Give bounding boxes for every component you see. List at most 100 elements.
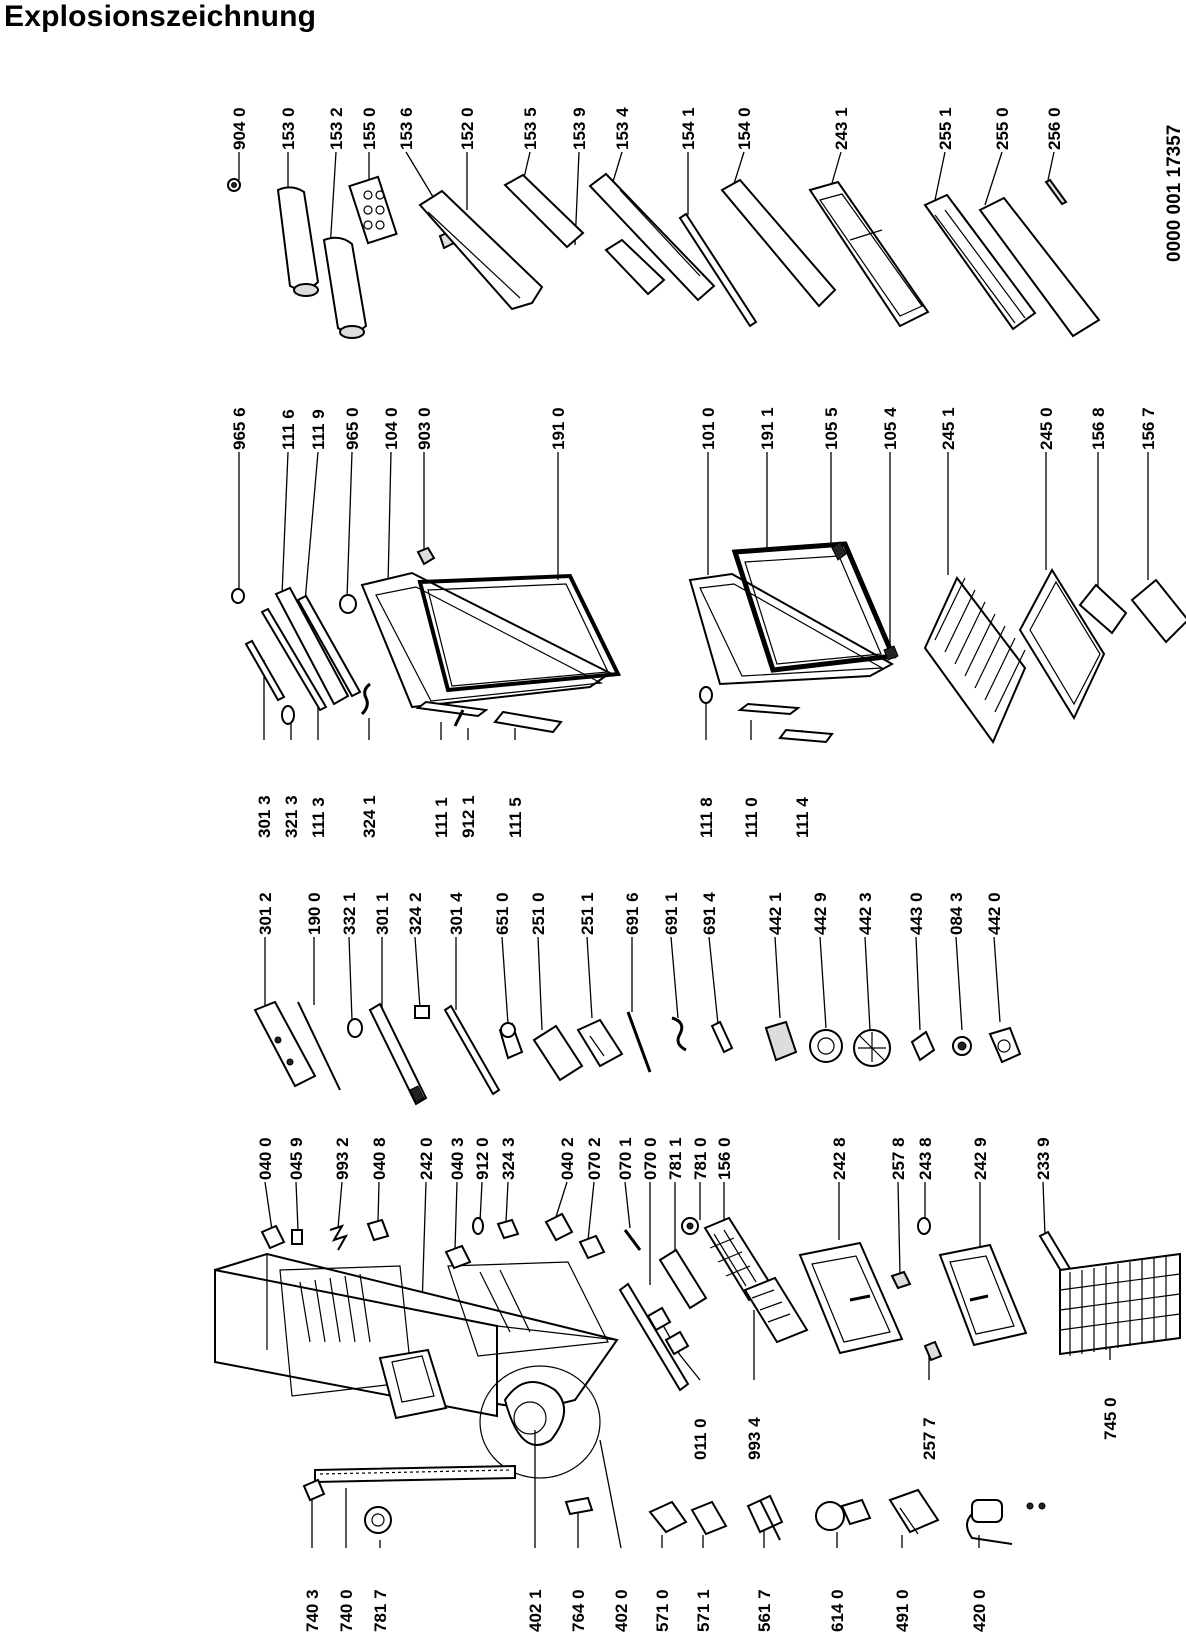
part-153-0-tray bbox=[276, 186, 320, 291]
part-491-0-bracket bbox=[888, 1488, 940, 1534]
part-420-0-capacitor bbox=[971, 1499, 1003, 1523]
part-301-2-panel bbox=[253, 1000, 317, 1088]
label-993-2: 993 2 bbox=[333, 1137, 352, 1180]
part-111-6-strip bbox=[274, 586, 350, 706]
part-155-0-egg-holder bbox=[348, 175, 398, 245]
part-251-0-cover bbox=[532, 1024, 584, 1082]
part-321-3-knob bbox=[281, 705, 295, 725]
col3-labels: 301 2 190 0 332 1 301 1 324 2 301 4 651 … bbox=[256, 892, 1004, 935]
label-912-1: 912 1 bbox=[459, 795, 478, 838]
label-571-0: 571 0 bbox=[653, 1589, 672, 1632]
col4-leaders bbox=[264, 1181, 1111, 1381]
label-442-1: 442 1 bbox=[766, 892, 785, 935]
label-740-3: 740 3 bbox=[303, 1589, 322, 1632]
part-691-4-clip bbox=[710, 1020, 734, 1054]
label-740-0: 740 0 bbox=[337, 1589, 356, 1632]
label-242-0: 242 0 bbox=[417, 1137, 436, 1180]
label-912-0: 912 0 bbox=[473, 1137, 492, 1180]
part-111-4-label bbox=[778, 728, 834, 744]
label-152-0: 152 0 bbox=[458, 107, 477, 150]
part-965-6-cap bbox=[231, 588, 245, 604]
label-153-6: 153 6 bbox=[397, 107, 416, 150]
label-402-0: 402 0 bbox=[612, 1589, 631, 1632]
part-255-0-glass-plate bbox=[978, 196, 1101, 338]
part-781-7-ring bbox=[364, 1506, 392, 1534]
part-104-0-door bbox=[360, 571, 612, 709]
part-242-8-crisper bbox=[798, 1241, 904, 1355]
label-105-5: 105 5 bbox=[822, 407, 841, 450]
label-191-0: 191 0 bbox=[549, 407, 568, 450]
part-011-0-foot bbox=[646, 1306, 672, 1332]
part-156-8-tray bbox=[1078, 583, 1128, 635]
part-242-0-drawer bbox=[378, 1348, 448, 1420]
part-154-0-shelf bbox=[720, 178, 837, 308]
part-993-2-spring bbox=[329, 1224, 349, 1251]
label-965-6: 965 6 bbox=[230, 407, 249, 450]
part-740-0-strip bbox=[314, 1464, 516, 1484]
label-153-0: 153 0 bbox=[279, 107, 298, 150]
part-301-4-strip bbox=[443, 1004, 501, 1096]
label-111-6: 111 6 bbox=[279, 409, 298, 450]
label-614-0: 614 0 bbox=[828, 1589, 847, 1632]
label-111-5: 111 5 bbox=[506, 797, 525, 838]
label-191-1: 191 1 bbox=[758, 407, 777, 450]
label-443-0: 443 0 bbox=[907, 892, 926, 935]
part-243-8-cap bbox=[917, 1217, 931, 1235]
label-154-1: 154 1 bbox=[679, 107, 698, 150]
label-651-0: 651 0 bbox=[493, 892, 512, 935]
label-993-4: 993 4 bbox=[745, 1417, 764, 1460]
label-781-1: 781 1 bbox=[666, 1137, 685, 1180]
part-251-1-lamp-cover bbox=[576, 1018, 624, 1068]
part-912-0-screw bbox=[472, 1217, 484, 1235]
label-154-0: 154 0 bbox=[735, 107, 754, 150]
part-152-0-door-shelf bbox=[418, 189, 544, 311]
part-070-2-block bbox=[578, 1234, 606, 1260]
label-903-0: 903 0 bbox=[415, 407, 434, 450]
part-153-4-shelf bbox=[588, 172, 716, 302]
part-242-9-crisper bbox=[938, 1243, 1028, 1347]
label-040-8: 040 8 bbox=[370, 1137, 389, 1180]
label-243-1: 243 1 bbox=[832, 107, 851, 150]
part-443-0-fan-blade bbox=[910, 1030, 936, 1062]
part-324-3-clip bbox=[496, 1218, 520, 1240]
part-691-6-cable bbox=[626, 1011, 652, 1073]
label-040-2: 040 2 bbox=[558, 1137, 577, 1180]
part-070-0-strip bbox=[618, 1282, 690, 1392]
part-111-5-label bbox=[493, 710, 563, 734]
part-245-0-shelf bbox=[1018, 567, 1106, 721]
part-965-0-cap bbox=[339, 594, 357, 614]
part-153-9-shelf bbox=[604, 238, 666, 296]
part-301-1-control-panel bbox=[368, 1002, 428, 1106]
part-324-1-clip bbox=[360, 682, 371, 716]
part-111-8-cap bbox=[699, 686, 713, 704]
label-691-4: 691 4 bbox=[700, 892, 719, 935]
part-040-2-hinge bbox=[544, 1212, 574, 1242]
label-561-7: 561 7 bbox=[755, 1589, 774, 1632]
label-242-8: 242 8 bbox=[830, 1137, 849, 1180]
part-571-1-cover bbox=[690, 1500, 728, 1536]
col1-parts bbox=[227, 172, 1101, 339]
part-111-1-handle bbox=[415, 700, 489, 718]
part-245-1-wire-shelf bbox=[923, 576, 1027, 745]
part-332-1-knob bbox=[347, 1018, 363, 1038]
label-111-4: 111 4 bbox=[793, 797, 812, 838]
part-040-3-hinge bbox=[444, 1244, 472, 1270]
label-691-6: 691 6 bbox=[623, 892, 642, 935]
label-251-1: 251 1 bbox=[578, 892, 597, 935]
label-070-1: 070 1 bbox=[616, 1137, 635, 1180]
label-324-3: 324 3 bbox=[499, 1137, 518, 1180]
part-781-1-grill bbox=[658, 1248, 708, 1310]
part-442-0-motor bbox=[988, 1026, 1022, 1064]
col1-labels: 904 0 153 0 153 2 155 0 153 6 152 0 153 … bbox=[230, 107, 1064, 150]
part-442-9-fan bbox=[809, 1029, 843, 1063]
label-442-0: 442 0 bbox=[985, 892, 1004, 935]
label-257-7: 257 7 bbox=[920, 1417, 939, 1460]
label-764-0: 764 0 bbox=[569, 1589, 588, 1632]
label-245-0: 245 0 bbox=[1037, 407, 1056, 450]
part-745-0-condenser bbox=[1059, 1252, 1181, 1356]
label-153-2: 153 2 bbox=[327, 107, 346, 150]
label-255-1: 255 1 bbox=[936, 107, 955, 150]
part-153-2-tray bbox=[322, 236, 368, 334]
part-070-1-rod bbox=[623, 1229, 642, 1251]
